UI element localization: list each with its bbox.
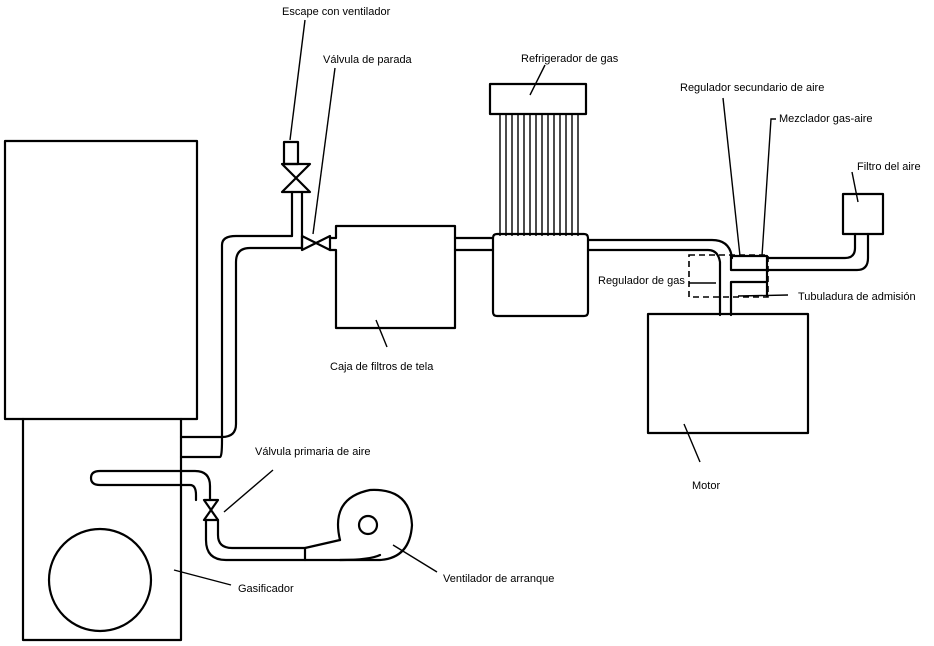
label-regulador-de-gas: Regulador de gas [598,275,685,287]
gas-regulator-dashed-box [688,254,769,298]
escape-riser [290,190,304,238]
filter-box [328,224,457,330]
exhaust-fan-icon [282,140,300,166]
label-tubuladura-de-admision: Tubuladura de admisión [798,291,916,303]
escape-valve-icon [280,162,312,194]
air-pipe [765,232,870,272]
gas-pipe-outer [179,234,304,459]
primary-air-pipe-bottom [204,518,382,562]
cooler-box [491,232,590,318]
label-filtro-del-aire: Filtro del aire [857,161,921,173]
label-regulador-secundario-de-aire: Regulador secundario de aire [680,82,824,94]
primary-air-pipe-top [89,469,212,502]
gasifier-body [21,417,183,642]
gas-pipe-inner [179,246,304,439]
leader-lines [173,19,859,586]
gasifier-door [47,527,153,633]
filter-to-cooler-pipe [453,236,495,252]
gasifier-hopper [3,139,199,421]
cooler-to-mixer-pipe-bottom [586,248,722,317]
cooler-header [488,82,588,116]
label-valvula-primaria-de-aire: Válvula primaria de aire [255,446,371,458]
label-valvula-de-parada: Válvula de parada [323,54,413,66]
label-gasificador: Gasificador [238,583,294,595]
label-mezclador-gas-aire: Mezclador gas-aire [779,113,873,125]
label-ventilador-de-arranque: Ventilador de arranque [443,573,554,585]
motor-box [646,312,810,435]
air-filter-box [841,192,885,236]
stop-valve-icon [300,234,332,252]
label-escape-con-ventilador: Escape con ventilador [282,6,391,18]
mixer-box [729,254,769,272]
start-fan-housing [336,488,414,562]
cooler-tubes [499,114,579,236]
label-refrigerador-de-gas: Refrigerador de gas [521,53,619,65]
label-motor: Motor [692,480,720,492]
start-fan-hub [357,514,379,536]
intake-manifold [729,268,769,317]
label-caja-de-filtros-de-tela: Caja de filtros de tela [330,361,434,373]
primary-air-valve-icon [202,498,220,522]
